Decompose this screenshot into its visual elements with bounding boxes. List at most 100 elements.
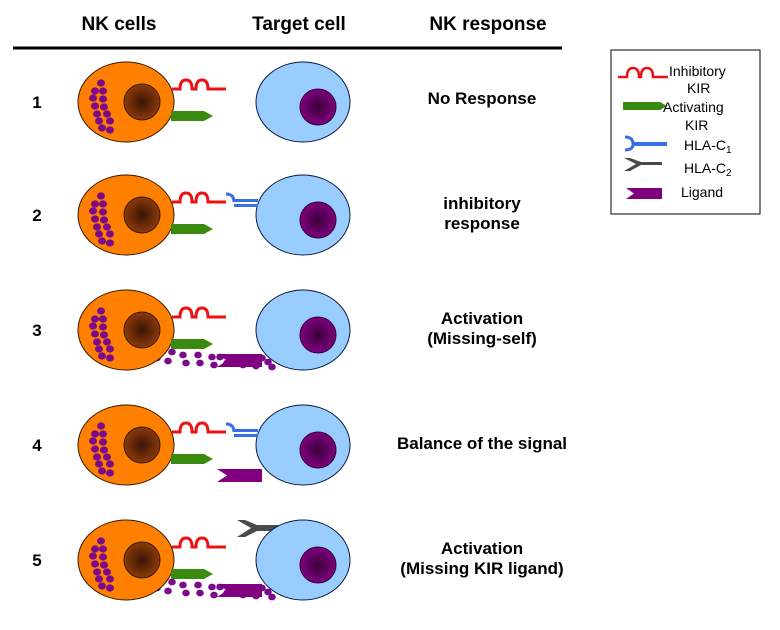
cytotoxic-granule: [106, 354, 114, 362]
cytotoxic-granule: [89, 94, 97, 102]
released-granule: [164, 587, 172, 595]
released-granule: [264, 588, 272, 596]
cytotoxic-granule: [93, 568, 101, 576]
released-granule: [268, 593, 276, 601]
cytotoxic-granule: [91, 330, 99, 338]
cytotoxic-granule: [100, 561, 108, 569]
released-granule: [196, 359, 204, 367]
activating-kir-icon: [171, 454, 213, 464]
nk-response-text: No Response: [428, 89, 537, 108]
nk-cell-nucleus: [123, 541, 161, 579]
inhibitory-kir-icon: [172, 191, 226, 204]
cytotoxic-granule: [106, 575, 114, 583]
target-cell-nucleus: [299, 431, 337, 469]
header-target-cell: Target cell: [252, 14, 346, 35]
scenario-row-4: 4 Balance of the signal: [32, 404, 567, 486]
released-granule: [168, 348, 176, 356]
inhibitory-kir-icon: [172, 536, 226, 549]
cytotoxic-granule: [89, 207, 97, 215]
cytotoxic-granule: [106, 117, 114, 125]
hla-c2-icon: [624, 158, 662, 171]
legend-label-activating-kir: KIR: [685, 117, 708, 133]
nk-cell-nucleus: [123, 311, 161, 349]
ligand-icon: [217, 354, 262, 367]
legend-item-inhibitory-kir: Inhibitory KIR: [618, 63, 726, 96]
released-granule: [194, 581, 202, 589]
cytotoxic-granule: [99, 87, 107, 95]
cytotoxic-granule: [100, 446, 108, 454]
released-granule: [208, 583, 216, 591]
cytotoxic-granule: [99, 323, 107, 331]
cytotoxic-granule: [91, 87, 99, 95]
target-cell-nucleus: [299, 546, 337, 584]
row-number: 5: [32, 551, 41, 570]
cytotoxic-granule: [89, 322, 97, 330]
cytotoxic-granule: [91, 560, 99, 568]
released-granule: [268, 363, 276, 371]
cytotoxic-granule: [91, 102, 99, 110]
cytotoxic-granule: [91, 430, 99, 438]
row-number: 2: [32, 206, 41, 225]
row-number: 1: [32, 93, 41, 112]
cytotoxic-granule: [97, 537, 105, 545]
cytotoxic-granule: [99, 438, 107, 446]
nk-cell-nucleus: [123, 196, 161, 234]
target-cell-nucleus: [299, 201, 337, 239]
activating-kir-icon: [171, 224, 213, 234]
cytotoxic-granule: [99, 430, 107, 438]
released-granule: [194, 351, 202, 359]
cytotoxic-granule: [93, 110, 101, 118]
cytotoxic-granule: [95, 117, 103, 125]
hla-c1-stem: [234, 434, 258, 437]
cytotoxic-granule: [95, 575, 103, 583]
nk-response-text: Balance of the signal: [397, 434, 567, 453]
cytotoxic-granule: [91, 315, 99, 323]
legend-item-activating-kir: Activating KIR: [623, 99, 724, 133]
header-nk-response: NK response: [429, 14, 546, 35]
cytotoxic-granule: [91, 215, 99, 223]
cytotoxic-granule: [91, 200, 99, 208]
legend-label-hla-c2: HLA-C2: [684, 160, 732, 179]
legend-label-activating: Activating: [663, 99, 724, 115]
cytotoxic-granule: [106, 230, 114, 238]
legend-label-inhibitory: Inhibitory: [669, 63, 726, 79]
hla-c1-stem: [234, 199, 258, 202]
ligand-icon: [217, 469, 262, 482]
hla-c1-icon: [225, 192, 236, 203]
released-granule: [179, 351, 187, 359]
cytotoxic-granule: [106, 239, 114, 247]
activating-kir-icon: [623, 102, 667, 110]
row-number: 4: [32, 436, 42, 455]
cytotoxic-granule: [99, 553, 107, 561]
released-granule: [164, 357, 172, 365]
nk-response-text: (Missing KIR ligand): [400, 559, 563, 578]
cytotoxic-granule: [99, 200, 107, 208]
legend-item-hla-c2: HLA-C2: [624, 158, 732, 179]
released-granule: [168, 578, 176, 586]
target-cell-nucleus: [299, 88, 337, 126]
cytotoxic-granule: [97, 192, 105, 200]
nk-cell-nucleus: [123, 83, 161, 121]
cytotoxic-granule: [99, 315, 107, 323]
inhibitory-kir-icon: [172, 78, 226, 91]
cytotoxic-granule: [106, 469, 114, 477]
legend-box: [610, 49, 761, 215]
activating-kir-icon: [171, 111, 213, 121]
inhibitory-kir-icon: [618, 66, 668, 79]
cytotoxic-granule: [99, 545, 107, 553]
released-granule: [208, 353, 216, 361]
cytotoxic-granule: [93, 453, 101, 461]
ligand-icon: [217, 584, 262, 597]
cytotoxic-granule: [98, 124, 106, 132]
ligand-icon: [626, 188, 662, 199]
legend-label-ligand: Ligand: [681, 184, 723, 200]
cytotoxic-granule: [97, 79, 105, 87]
cytotoxic-granule: [93, 338, 101, 346]
released-granule: [182, 359, 190, 367]
cytotoxic-granule: [89, 552, 97, 560]
cytotoxic-granule: [98, 237, 106, 245]
